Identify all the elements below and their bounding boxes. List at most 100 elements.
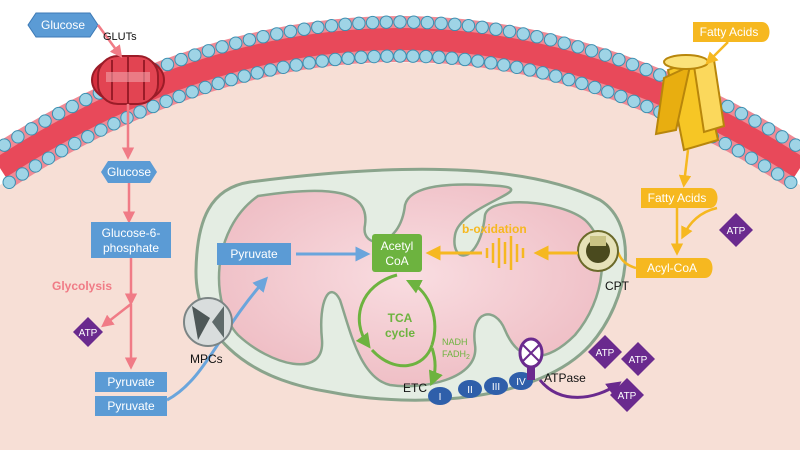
lipid-head — [237, 69, 251, 83]
atp-out-diamond-1: ATP — [588, 335, 622, 369]
lipid-head — [242, 33, 257, 47]
cpt-channel-icon — [577, 230, 619, 272]
lipid-head — [471, 54, 485, 68]
acetyl-label-line2: CoA — [385, 254, 408, 268]
glucose-outside-tag: Glucose — [27, 12, 99, 38]
lipid-head — [625, 57, 640, 72]
acyl-coa-label: Acyl-CoA — [647, 261, 697, 275]
atp-glycolysis-diamond: ATP — [73, 317, 103, 347]
lipid-head — [201, 44, 216, 58]
pyruvate-box-1: Pyruvate — [95, 372, 167, 392]
lipid-head — [393, 49, 407, 63]
lipid-head — [571, 40, 585, 54]
g6p-box: Glucose-6- phosphate — [91, 222, 171, 258]
lipid-head — [2, 175, 16, 189]
complex-2-label: II — [467, 385, 473, 396]
lipid-head — [775, 130, 789, 144]
lipid-head — [38, 114, 52, 128]
lipid-head — [302, 56, 316, 70]
lipid-head — [250, 66, 264, 80]
lipid-head — [612, 52, 626, 67]
arrow-glycolysis-to-atp — [101, 303, 132, 328]
lipid-head — [419, 49, 433, 64]
lipid-head — [445, 51, 459, 65]
lipid-head — [198, 80, 212, 95]
lipid-head — [380, 49, 394, 63]
lipid-head — [341, 51, 355, 65]
lipid-head — [367, 49, 381, 64]
lipid-head — [598, 48, 612, 62]
arrow-fa-to-transporter — [705, 41, 729, 65]
complex-4-label: IV — [516, 377, 526, 388]
lipid-head — [420, 15, 435, 30]
fatty-acids-outside-label: Fatty Acids — [700, 25, 759, 39]
lipid-head — [379, 15, 394, 29]
lipid-head — [174, 52, 188, 67]
fatty-acid-transporter-icon — [654, 54, 726, 152]
lipid-head — [601, 85, 615, 99]
lipid-head — [215, 40, 229, 54]
lipid-head — [434, 16, 448, 31]
arrow-glucose-to-glut — [96, 24, 123, 59]
lipid-head — [575, 76, 589, 91]
b-oxidation-waves — [485, 236, 525, 270]
lipid-head — [461, 18, 476, 33]
lipid-head — [640, 99, 654, 114]
lipid-head — [81, 129, 95, 144]
lipid-head — [94, 123, 108, 137]
tca-label-line2: cycle — [385, 326, 415, 340]
lipid-head — [484, 56, 498, 70]
arrow-transporter-to-fa — [678, 149, 692, 188]
lipid-head — [588, 80, 602, 95]
complex-1-label: I — [439, 392, 442, 403]
glucose-inside-label: Glucose — [107, 165, 151, 179]
mpcs-label: MPCs — [190, 352, 223, 366]
arrow-atp-into-activation — [681, 206, 718, 240]
acyl-coa-tag: Acyl-CoA — [636, 258, 713, 278]
lipid-head — [770, 167, 785, 181]
lipid-head — [393, 15, 407, 29]
atp-fatty-label: ATP — [727, 226, 746, 237]
lipid-head — [54, 144, 69, 158]
lipid-head — [159, 94, 173, 108]
lipid-head — [133, 105, 147, 119]
lipid-head — [497, 58, 511, 72]
atp-out-diamond-2: ATP — [621, 342, 655, 376]
complex-3-label: III — [492, 382, 500, 393]
lipid-head — [489, 22, 503, 36]
lipid-head — [639, 62, 653, 77]
lipid-head — [557, 36, 571, 50]
pyruvate-mito-label: Pyruvate — [230, 247, 278, 261]
lipid-head — [68, 136, 82, 151]
etc-label: ETC — [403, 381, 427, 395]
lipid-head — [185, 85, 199, 99]
lipid-head — [365, 15, 380, 30]
atp-out-1-label: ATP — [596, 348, 615, 359]
lipid-head — [757, 159, 772, 173]
fatty-acids-inside-label: Fatty Acids — [648, 191, 707, 205]
mitochondrion-matrix — [217, 183, 604, 388]
lipid-head — [263, 63, 277, 77]
lipid-head — [24, 122, 39, 136]
lipid-head — [315, 54, 329, 68]
lipid-head — [653, 68, 667, 82]
lipid-head — [614, 89, 628, 104]
lipid-head — [721, 99, 735, 114]
atp-out-diamond-3: ATP — [610, 378, 644, 412]
lipid-head — [788, 138, 800, 152]
lipid-heads-outer — [0, 15, 800, 152]
lipid-head — [543, 33, 558, 47]
lipid-head — [289, 58, 303, 72]
lipid-head — [748, 114, 762, 128]
lipid-head — [761, 122, 776, 136]
lipid-head — [160, 57, 175, 72]
glycolysis-label: Glycolysis — [52, 279, 112, 293]
lipid-head — [328, 52, 342, 67]
lipid-head — [549, 69, 563, 83]
lipid-head — [224, 72, 238, 87]
lipid-head — [475, 20, 489, 34]
lipid-head — [718, 136, 732, 151]
lipid-head — [283, 24, 298, 39]
lipid-head — [188, 48, 202, 62]
